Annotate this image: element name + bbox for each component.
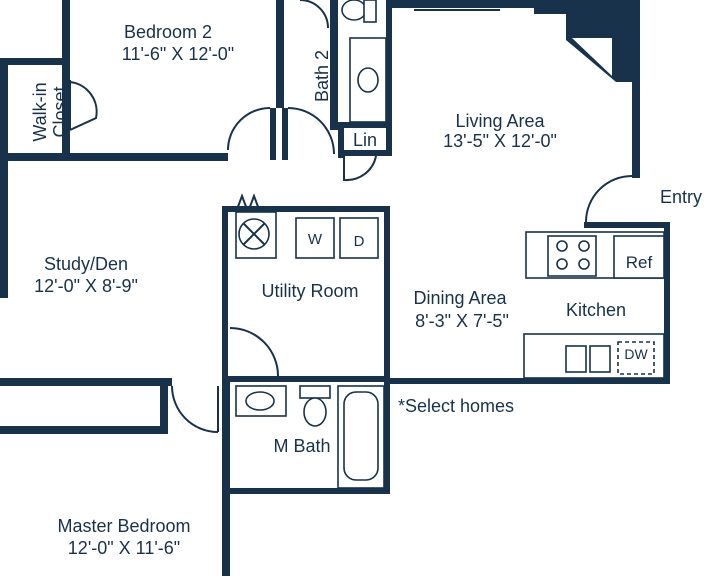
fireplace-hearth — [572, 38, 612, 76]
bath2-jamb-left — [270, 108, 276, 160]
closet-door[interactable] — [69, 81, 98, 131]
kitchen-bottom-wall — [386, 378, 670, 384]
bath2-sink — [357, 67, 379, 93]
mbath-right-wall — [384, 376, 390, 494]
dishwasher — [617, 341, 655, 375]
utility-name: Utility Room — [261, 281, 358, 301]
living-dims: 13'-5" X 12'-0" — [443, 131, 557, 151]
mbath-toilet — [303, 397, 327, 427]
lin-right-wall — [386, 0, 392, 156]
sink-basin-left — [565, 345, 587, 373]
ref-label: Ref — [626, 253, 653, 272]
walls — [0, 0, 670, 576]
study-dims: 12'-0" X 8'-9" — [34, 276, 138, 296]
bedroom2-name: Bedroom 2 — [124, 22, 212, 42]
utility-top-wall — [222, 206, 390, 212]
kitchen-name: Kitchen — [566, 300, 626, 320]
lin-door[interactable] — [343, 155, 377, 182]
doors — [69, 0, 633, 433]
master-dims: 12'-0" X 11'-6" — [68, 538, 180, 558]
utility-door[interactable] — [229, 327, 279, 377]
living-name: Living Area — [455, 111, 545, 131]
bedroom2-closet-door[interactable] — [299, 0, 329, 29]
bath2-left-wall — [276, 0, 284, 108]
select-homes-note: *Select homes — [398, 396, 514, 416]
dining-name: Dining Area — [413, 288, 507, 308]
water-heater-x2 — [242, 222, 266, 246]
washer-label: W — [308, 231, 323, 248]
closet-line2: Closet — [50, 86, 70, 137]
sink-basin-right — [589, 345, 611, 373]
master-name: Master Bedroom — [57, 516, 190, 536]
dryer-label: D — [354, 233, 365, 250]
burner — [578, 240, 590, 252]
fixtures — [235, 0, 665, 489]
washer — [295, 217, 335, 259]
master-closet-bottom — [0, 426, 168, 434]
mbath-bottom-wall — [222, 488, 390, 494]
bath2-name: Bath 2 — [312, 50, 332, 102]
exterior-left-wall — [0, 58, 8, 298]
kitchen-right-wall — [664, 228, 670, 384]
corner-wall — [534, 0, 634, 14]
bath2-jamb-right — [282, 108, 288, 160]
bath2-toilet-tank — [363, 0, 377, 23]
living-right-wall — [632, 0, 640, 178]
burner — [556, 258, 568, 270]
study-bottom-wall — [0, 378, 172, 386]
mbath-left-wall — [222, 376, 230, 576]
dryer — [339, 217, 379, 259]
study-name: Study/Den — [44, 254, 128, 274]
lin-bottom-wall — [338, 150, 392, 156]
bedroom2-bottom-wall — [0, 153, 228, 161]
lin-left-wall — [338, 128, 344, 158]
closet-line1: Walk-in — [30, 82, 50, 141]
utility-left-wall — [222, 206, 228, 382]
closet-top-wall — [0, 58, 70, 65]
mbath-name: M Bath — [273, 436, 330, 456]
lin-top-wall — [338, 122, 392, 128]
mbath-toilet-tank — [299, 385, 331, 399]
utility-right-wall — [384, 206, 390, 382]
bathtub-basin — [343, 391, 379, 481]
master-door[interactable] — [171, 385, 219, 433]
living-top-wall — [386, 0, 536, 8]
bath2-door[interactable] — [287, 107, 335, 155]
bath2-right-wall — [330, 0, 338, 130]
burner — [578, 258, 590, 270]
refrigerator — [613, 235, 665, 279]
entry-door[interactable] — [585, 175, 633, 223]
range — [547, 235, 597, 277]
burner — [556, 240, 568, 252]
mbath-sink — [245, 391, 275, 411]
entry-wall — [584, 222, 670, 228]
bedroom2-left-wall — [62, 0, 70, 160]
entry-name: Entry — [660, 187, 702, 207]
bath2-toilet — [341, 0, 367, 21]
master-closet-wall — [160, 378, 168, 434]
dining-dims: 8'-3" X 7'-5" — [415, 311, 509, 331]
dw-label: DW — [624, 346, 648, 362]
bedroom2-door[interactable] — [227, 107, 271, 151]
utility-bottom-wall — [222, 376, 390, 382]
bedroom2-dims: 11'-6" X 12'-0" — [122, 44, 234, 64]
mbath-vanity — [235, 385, 287, 417]
labels: Bedroom 2 11'-6" X 12'-0" Bath 2 Walk-in… — [30, 22, 702, 558]
lin-name: Lin — [353, 130, 377, 150]
